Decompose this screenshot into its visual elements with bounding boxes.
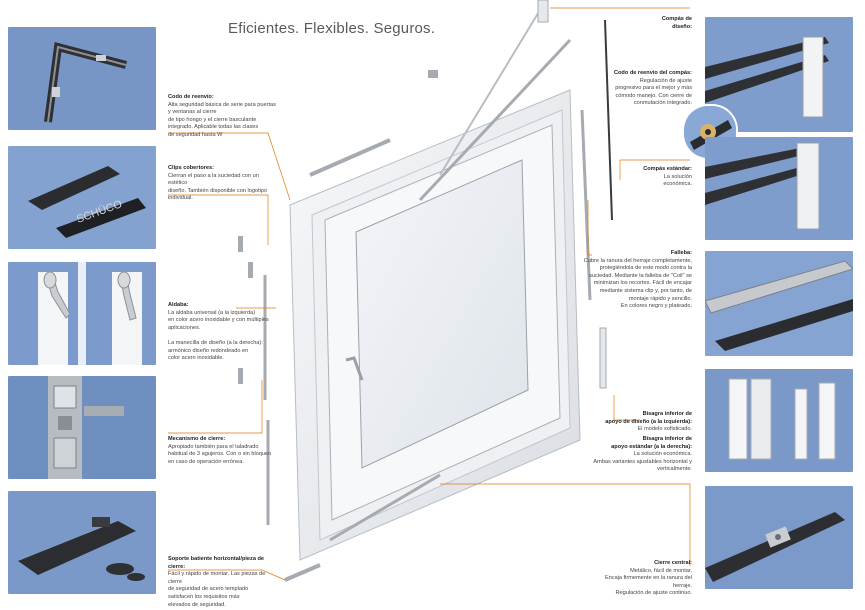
callout-head: Compás de diseño: (661, 16, 692, 30)
callout-cierre-central: Cierre central: Metálico, fácil de monta… (586, 560, 692, 598)
callout-codo-reenvio: Codo de reenvío: Alta seguridad básica d… (168, 94, 280, 140)
callout-compas-diseno: Compás de diseño: (620, 16, 692, 31)
callout-head: Codo de reenvío del compás: (613, 70, 692, 76)
callout-head: Compás estándar: (643, 166, 692, 172)
callout-soporte: Soporte batiente horizontal/pieza de cie… (168, 556, 278, 609)
callout-head: Codo de reenvío: (168, 94, 214, 100)
callout-head: Bisagra inferior de apoyo de diseño (a l… (605, 411, 692, 425)
photo-central-lock (705, 486, 853, 589)
callout-head: Cierre central: (654, 560, 692, 566)
callout-body: La solución económica. (663, 173, 692, 188)
callout-bisagra-estandar: Bisagra inferior de apoyo estándar (a la… (592, 436, 692, 474)
callout-body: El modelo sofisticado. (637, 426, 692, 433)
photo-espagnolette (705, 251, 853, 356)
callout-head: Aldaba: (168, 302, 189, 308)
callout-body: La solución económica. Ambas variantes a… (593, 451, 692, 473)
callout-falleba: Falleba: Cubre la ranura del herraje com… (576, 250, 692, 311)
callout-head: Clips cobertores: (168, 165, 215, 171)
callout-body: La aldaba universal (a la izquierda) en … (168, 309, 269, 362)
callout-codo-compas: Codo de reenvío del compás: Regulación d… (606, 70, 692, 108)
photo-cover-clips: SCHÜCO (8, 146, 156, 249)
callout-body: Cierran el paso a la suciedad con un est… (168, 172, 268, 202)
photo-design-stay (705, 17, 853, 132)
page-title: Eficientes. Flexibles. Seguros. (228, 20, 436, 37)
callout-mecanismo: Mecanismo de cierre: Apropiado también p… (168, 436, 276, 466)
callout-body: Fácil y rápido de montar. Las piezas de … (168, 571, 266, 608)
callout-body: Apropiado también para el taladrado habi… (168, 443, 272, 465)
exploded-window-diagram (238, 0, 613, 582)
callout-head: Soporte batiente horizontal/pieza de cie… (168, 556, 265, 570)
callout-head: Falleba: (670, 250, 692, 256)
callout-clips: Clips cobertores: Cierran el paso a la s… (168, 165, 276, 203)
callout-head: Mecanismo de cierre: (168, 436, 226, 442)
callout-bisagra-diseno: Bisagra inferior de apoyo de diseño (a l… (592, 411, 692, 434)
photo-lower-hinges (705, 369, 853, 472)
photo-corner-hinge (8, 27, 156, 130)
callout-body: Alta seguridad básica de serie para puer… (168, 101, 276, 138)
photo-standard-stay (705, 137, 853, 240)
photo-locking-mechanism (8, 376, 156, 479)
photo-stay-bearing (8, 491, 156, 594)
callout-body: Cubre la ranura del herraje completament… (583, 257, 692, 310)
callout-aldaba: Aldaba: La aldaba universal (a la izquie… (168, 302, 276, 363)
callout-body: Regulación de ajuste progresivo para el … (615, 77, 692, 107)
callout-head: Bisagra inferior de apoyo estándar (a la… (611, 436, 692, 450)
photo-window-handles (8, 262, 156, 365)
callout-compas-estandar: Compás estándar: La solución económica. (620, 166, 692, 189)
callout-body: Metálico, fácil de montar. Encaja firmem… (604, 567, 692, 597)
